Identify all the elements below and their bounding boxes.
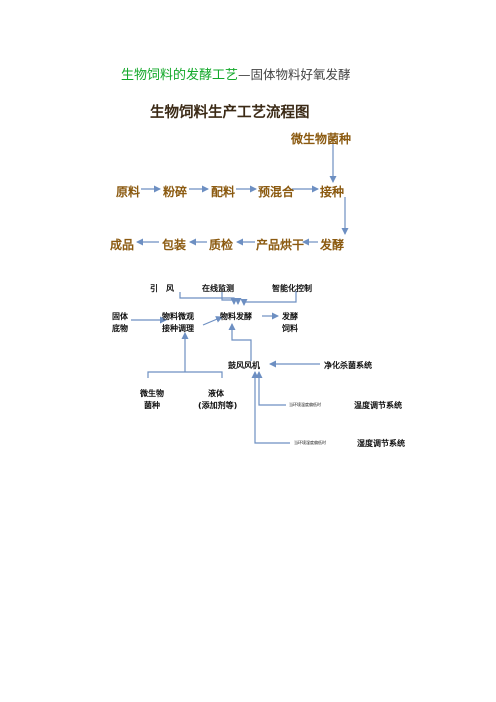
arrow-monitor-ferment bbox=[221, 292, 242, 305]
label-temp-system: 温度调节系统 bbox=[354, 401, 402, 410]
node-raw-material: 原料 bbox=[116, 185, 141, 199]
label-micro-condition: 物料微观 bbox=[162, 312, 194, 321]
node-inoculate: 接种 bbox=[320, 185, 345, 199]
label-ferment-feed-2: 饲料 bbox=[282, 324, 298, 333]
arrow-draft-ferment bbox=[179, 292, 238, 305]
node-crushing: 粉碎 bbox=[163, 185, 188, 199]
label-material-ferment: 物料发酵 bbox=[220, 312, 252, 321]
label-blower: 鼓风风机 bbox=[228, 361, 260, 370]
node-qc: 质检 bbox=[209, 238, 234, 252]
node-ferment: 发酵 bbox=[320, 238, 345, 252]
label-smart-control: 智能化控制 bbox=[272, 284, 312, 293]
label-microbe-2: 菌种 bbox=[144, 401, 160, 410]
label-humid-system: 湿度调节系统 bbox=[357, 439, 405, 448]
label-mix-adjust: 接种调理 bbox=[162, 324, 194, 333]
label-online-monitor: 在线监测 bbox=[202, 284, 234, 293]
arrow-smart-ferment bbox=[240, 291, 297, 306]
arrow-temp-blower bbox=[255, 371, 286, 406]
label-humid-note: 当环境湿度偏低时 bbox=[294, 440, 326, 445]
label-liquid-1: 液体 bbox=[208, 389, 224, 398]
flowchart-title: 生物饲料生产工艺流程图 bbox=[150, 105, 310, 121]
label-temp-note: 当环境温度偏低时 bbox=[289, 402, 321, 407]
title-main: 生物饲料的发酵工艺 bbox=[121, 68, 239, 83]
label-solid: 固体 bbox=[112, 312, 128, 321]
node-premix: 预混合 bbox=[258, 185, 295, 199]
title-suffix: —固体物料好氧发酵 bbox=[238, 67, 351, 82]
label-liquid-2: (添加剂等) bbox=[198, 401, 238, 410]
label-ferment-feed-1: 发酵 bbox=[282, 312, 298, 321]
document-title: 生物饲料的发酵工艺—固体物料好氧发酵 bbox=[121, 64, 351, 83]
label-draft: 引 风 bbox=[150, 284, 174, 293]
arrow-humid-blower bbox=[251, 371, 290, 444]
label-sterilize-system: 净化杀菌系统 bbox=[324, 361, 372, 370]
node-microbe-strain: 微生物菌种 bbox=[291, 132, 352, 146]
node-product-dry: 产品烘干 bbox=[256, 238, 305, 252]
arrow-blower-ferment bbox=[228, 323, 252, 361]
arrow-inputs-mix bbox=[147, 371, 223, 378]
arrow-mix-ferment bbox=[202, 316, 223, 326]
node-batching: 配料 bbox=[211, 185, 236, 199]
node-pack: 包装 bbox=[162, 238, 187, 252]
node-finished-product: 成品 bbox=[110, 238, 135, 252]
label-microbe-1: 微生物 bbox=[140, 389, 164, 398]
label-substrate: 底物 bbox=[112, 324, 128, 333]
